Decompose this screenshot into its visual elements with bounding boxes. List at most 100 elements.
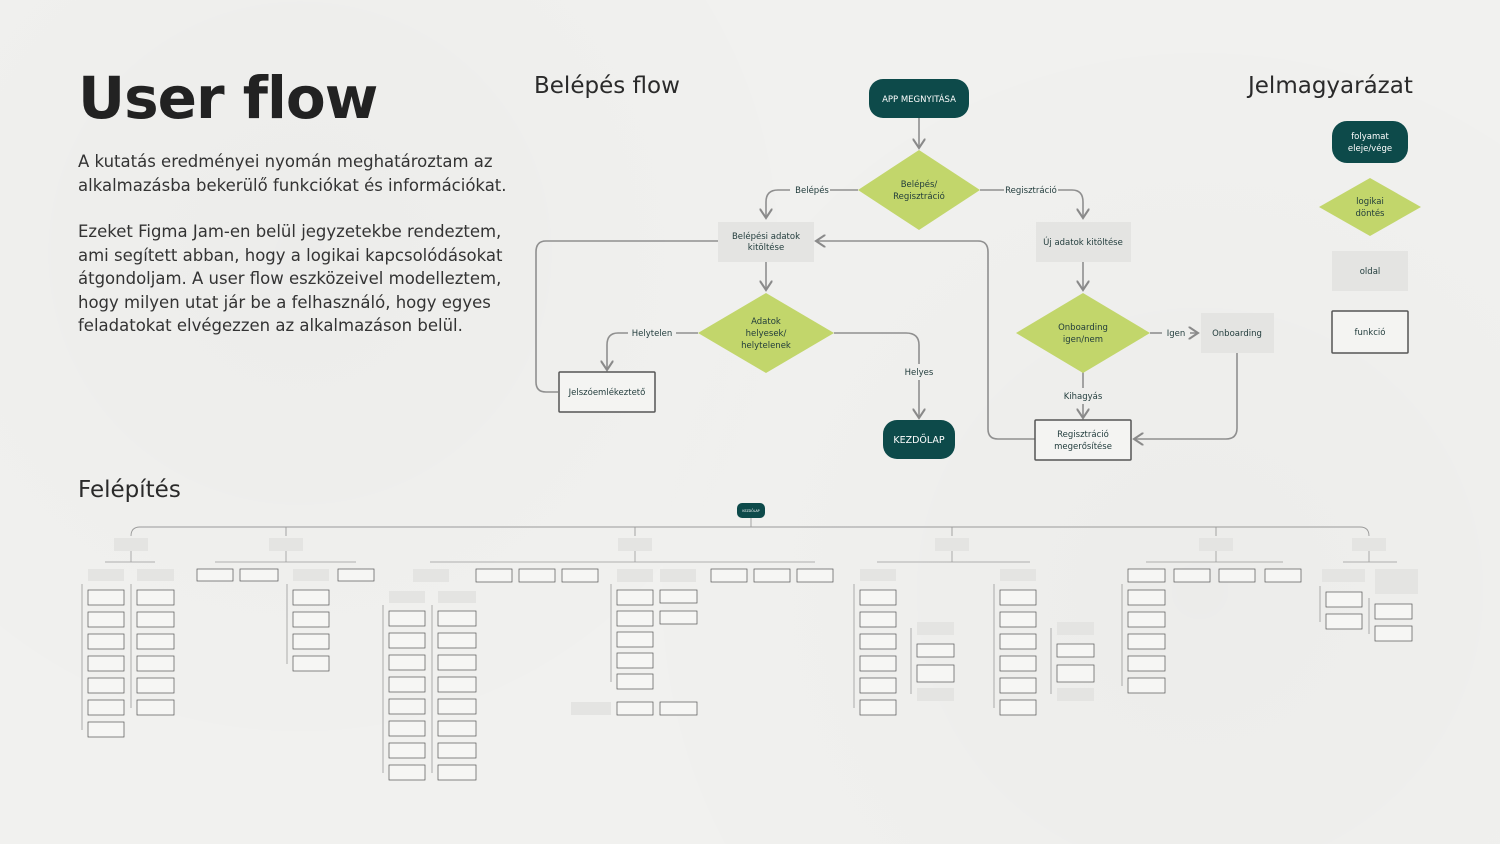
intro-paragraph-1: A kutatás eredményei nyomán meghatározta… [78, 152, 507, 195]
tree-node [571, 702, 611, 715]
tree-node [1127, 589, 1166, 606]
new-data-page: Új adatok kitöltése [1036, 222, 1131, 262]
tree-node [1127, 633, 1166, 650]
tree-node [292, 655, 330, 672]
tree-node [388, 632, 426, 649]
tree-node [1375, 569, 1418, 594]
tree-node [1127, 655, 1166, 672]
tree-node [136, 611, 175, 628]
tree-node [292, 611, 330, 628]
yes-label: Igen [1167, 329, 1186, 339]
tree-node [293, 569, 329, 581]
svg-text:Jelszóemlékeztető: Jelszóemlékeztető [568, 387, 646, 398]
svg-text:helytelenek: helytelenek [741, 341, 791, 351]
tree-node [1127, 568, 1166, 583]
svg-text:Belépés/: Belépés/ [901, 179, 938, 190]
tree-node [999, 655, 1037, 672]
page-title: User flow [78, 64, 378, 132]
tree-node [1127, 611, 1166, 628]
tree-node [87, 655, 125, 672]
tree-node [859, 699, 897, 716]
tree-node [437, 742, 477, 759]
tree-node [239, 568, 279, 582]
structure-title: Felépítés [78, 477, 181, 503]
login-data-page: Belépési adatok kitöltése [718, 222, 814, 262]
tree-node [796, 568, 834, 583]
tree-node [616, 652, 654, 669]
intro-paragraph-2: Ezeket Figma Jam-en belül jegyzetekbe re… [78, 222, 503, 335]
tree-node [87, 611, 125, 628]
right-label: Helyes [905, 368, 934, 378]
tree-node [859, 611, 897, 628]
tree-node [437, 764, 477, 781]
legend-decision: logikai döntés [1319, 178, 1421, 236]
tree-node [136, 699, 175, 716]
tree-node [999, 677, 1037, 694]
tree-node [196, 568, 234, 582]
tree-node [917, 688, 954, 701]
tree-node [389, 591, 425, 603]
tree-node [859, 633, 897, 650]
tree-node [616, 701, 654, 716]
tree-node [616, 610, 654, 627]
tree-node [388, 610, 426, 627]
svg-text:Onboarding: Onboarding [1212, 329, 1262, 339]
tree-node [388, 676, 426, 693]
tree-node [137, 569, 174, 581]
password-reminder-function: Jelszóemlékeztető [558, 371, 656, 413]
tree-node [999, 699, 1037, 716]
flow-title: Belépés flow [534, 73, 680, 99]
legend-page: oldal [1332, 251, 1408, 291]
tree-node [518, 568, 556, 583]
svg-text:APP MEGNYITÁSA: APP MEGNYITÁSA [882, 93, 956, 105]
tree-node [916, 643, 955, 658]
tree-node [1374, 603, 1413, 620]
tree-node [1325, 591, 1363, 608]
home-end-node: KEZDŐLAP [883, 420, 955, 459]
tree-node [1374, 625, 1413, 642]
decision-onboarding: Onboarding igen/nem [1016, 293, 1150, 373]
svg-text:döntés: döntés [1356, 208, 1386, 219]
tree-node [388, 742, 426, 759]
tree-node [292, 589, 330, 606]
tree-node [388, 720, 426, 737]
tree-node [437, 610, 477, 627]
svg-text:Onboarding: Onboarding [1058, 323, 1108, 333]
tree-node [88, 569, 124, 581]
tree-node [1000, 569, 1036, 581]
legend-title: Jelmagyarázat [1248, 73, 1413, 99]
tree-node [437, 632, 477, 649]
tree-node [388, 654, 426, 671]
tree-node [999, 633, 1037, 650]
tree-node [659, 701, 698, 716]
tree-node [1218, 568, 1256, 583]
svg-text:Belépési adatok: Belépési adatok [732, 231, 800, 242]
tree-node [437, 720, 477, 737]
registration-confirm-function: Regisztráció megerősítése [1034, 419, 1132, 461]
tree-node [1056, 664, 1095, 683]
tree-node [999, 611, 1037, 628]
tree-node [136, 633, 175, 650]
tree-node [660, 569, 696, 582]
svg-text:igen/nem: igen/nem [1063, 335, 1103, 345]
tree-node [753, 568, 791, 583]
tree-node [438, 591, 476, 603]
tree-node [87, 699, 125, 716]
tree-node [1057, 622, 1094, 635]
tree-node [136, 677, 175, 694]
tree-node [616, 589, 654, 606]
tree-node [437, 698, 477, 715]
svg-text:oldal: oldal [1360, 267, 1381, 277]
svg-text:Adatok: Adatok [751, 317, 781, 327]
branch-login-label: Belépés [795, 185, 829, 196]
svg-text:funkció: funkció [1355, 327, 1386, 338]
tree-node [561, 568, 599, 583]
svg-text:KEZDŐLAP: KEZDŐLAP [893, 435, 945, 446]
svg-text:Új adatok kitöltése: Új adatok kitöltése [1043, 236, 1123, 248]
tree-node [659, 589, 698, 604]
svg-text:kitöltése: kitöltése [748, 242, 784, 253]
tree-node [388, 698, 426, 715]
decision-data-valid: Adatok helyesek/ helytelenek [698, 293, 834, 373]
tree-root [737, 503, 765, 518]
